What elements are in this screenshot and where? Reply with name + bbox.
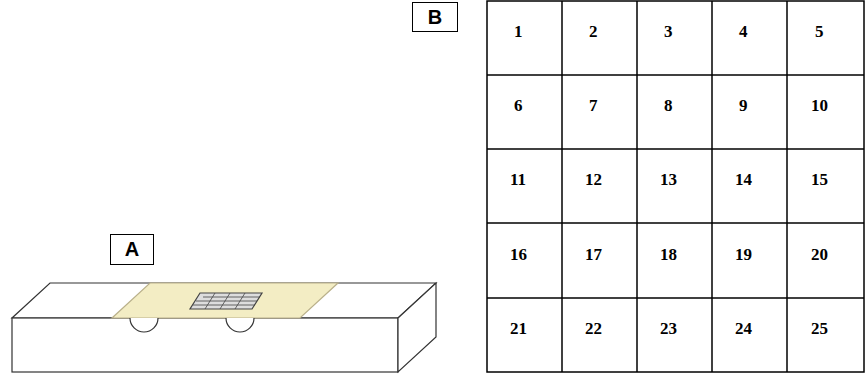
cell-number: 14 bbox=[735, 170, 752, 190]
cell-number: 15 bbox=[811, 170, 828, 190]
cell-number: 8 bbox=[664, 96, 673, 116]
cell-number: 19 bbox=[735, 245, 752, 265]
cell-number: 9 bbox=[739, 96, 748, 116]
cell-number: 1 bbox=[514, 22, 523, 42]
cell-number: 17 bbox=[585, 245, 602, 265]
cell-number: 10 bbox=[811, 96, 828, 116]
panel-letter: A bbox=[125, 238, 139, 261]
cell-number: 4 bbox=[739, 22, 748, 42]
cell-number: 23 bbox=[660, 319, 677, 339]
cell-number: 7 bbox=[589, 96, 598, 116]
cell-number: 25 bbox=[811, 319, 828, 339]
panel-label-box: B bbox=[412, 2, 458, 32]
cell-number: 20 bbox=[811, 245, 828, 265]
panel-label-box: A bbox=[110, 234, 154, 265]
cell-number: 6 bbox=[514, 96, 523, 116]
cell-number: 18 bbox=[660, 245, 677, 265]
cell-number: 12 bbox=[585, 170, 602, 190]
cell-number: 3 bbox=[664, 22, 673, 42]
hemocytometer bbox=[12, 283, 436, 372]
cell-number: 13 bbox=[660, 170, 677, 190]
grid-lines bbox=[487, 1, 864, 372]
cell-number: 21 bbox=[510, 319, 527, 339]
panel-letter: B bbox=[428, 6, 442, 29]
cell-number: 24 bbox=[735, 319, 752, 339]
cell-number: 2 bbox=[589, 22, 598, 42]
cell-number: 16 bbox=[510, 245, 527, 265]
cell-number: 11 bbox=[510, 170, 526, 190]
cell-number: 5 bbox=[815, 22, 824, 42]
cell-number: 22 bbox=[585, 319, 602, 339]
